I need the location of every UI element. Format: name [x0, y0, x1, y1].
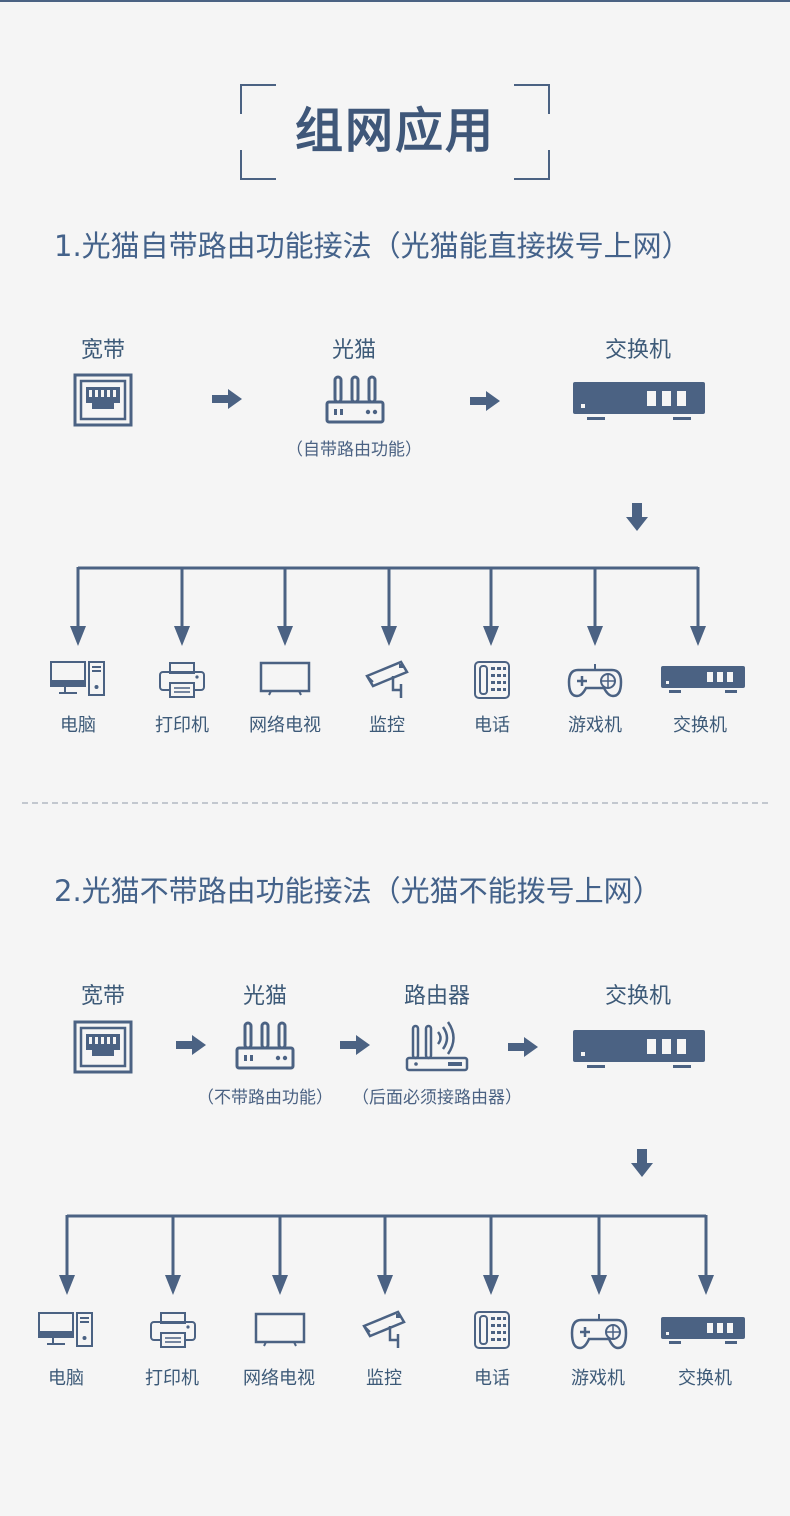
switch-icon — [573, 1030, 705, 1068]
telephone-icon — [474, 661, 510, 699]
printer-icon — [150, 1312, 196, 1348]
device-label: 交换机 — [673, 715, 727, 736]
camera-icon — [362, 1310, 406, 1348]
camera-icon — [365, 660, 409, 698]
device-label: 交换机 — [678, 1368, 732, 1389]
wifi-router-icon — [405, 1021, 469, 1072]
node-router-label: 路由器 — [403, 984, 471, 1009]
section-divider — [22, 802, 768, 804]
computer-icon — [50, 661, 105, 696]
device-label: 监控 — [369, 715, 405, 736]
section2-heading: 2.光猫不带路由功能接法（光猫不能拨号上网） — [54, 874, 662, 908]
node-broadband-label: 宽带 — [80, 984, 126, 1009]
tv-icon — [254, 1312, 306, 1347]
device-label: 打印机 — [155, 715, 209, 736]
arrow-down-icon — [626, 503, 648, 531]
device-label: 网络电视 — [249, 715, 321, 736]
page-title: 组网应用 — [294, 103, 495, 159]
node-modem-label: 光猫 — [242, 984, 288, 1009]
distribution-tree — [70, 566, 706, 646]
device-label: 电话 — [474, 1368, 510, 1389]
arrow-right-icon — [176, 1035, 206, 1055]
arrow-right-icon — [508, 1037, 538, 1057]
arrow-right-icon — [470, 391, 500, 411]
device-label: 电脑 — [48, 1368, 84, 1389]
ethernet-port-icon — [73, 373, 133, 427]
arrow-down-icon — [631, 1149, 653, 1177]
device-label: 游戏机 — [568, 715, 622, 736]
node-router-note: （后面必须接路由器） — [352, 1088, 522, 1108]
top-border — [0, 0, 790, 2]
title-frame: 组网应用 — [240, 84, 550, 180]
node-broadband-label: 宽带 — [80, 338, 126, 363]
section1-heading: 1.光猫自带路由功能接法（光猫能直接拨号上网） — [54, 229, 691, 263]
node-switch-label: 交换机 — [604, 338, 672, 363]
arrow-right-icon — [340, 1035, 370, 1055]
telephone-icon — [474, 1311, 510, 1349]
node-switch-label: 交换机 — [604, 984, 672, 1009]
switch-icon — [661, 666, 745, 693]
device-label: 打印机 — [145, 1368, 199, 1389]
device-label: 监控 — [366, 1368, 402, 1389]
computer-icon — [38, 1312, 93, 1347]
device-label: 电脑 — [60, 715, 96, 736]
node-modem-label: 光猫 — [331, 338, 377, 363]
tv-icon — [259, 661, 311, 696]
gamepad-icon — [567, 664, 623, 698]
switch-icon — [573, 382, 705, 420]
distribution-tree — [59, 1214, 714, 1295]
optical-modem-icon — [325, 375, 385, 424]
device-label: 网络电视 — [243, 1368, 315, 1389]
gamepad-icon — [570, 1314, 628, 1350]
node-modem-note: （自带路由功能） — [286, 440, 422, 460]
device-label: 电话 — [474, 715, 510, 736]
switch-icon — [661, 1317, 745, 1344]
node-modem-note: （不带路由功能） — [197, 1088, 333, 1108]
optical-modem-icon — [235, 1021, 295, 1070]
printer-icon — [159, 662, 205, 698]
device-label: 游戏机 — [571, 1368, 625, 1389]
arrow-right-icon — [212, 389, 242, 409]
ethernet-port-icon — [73, 1020, 133, 1074]
